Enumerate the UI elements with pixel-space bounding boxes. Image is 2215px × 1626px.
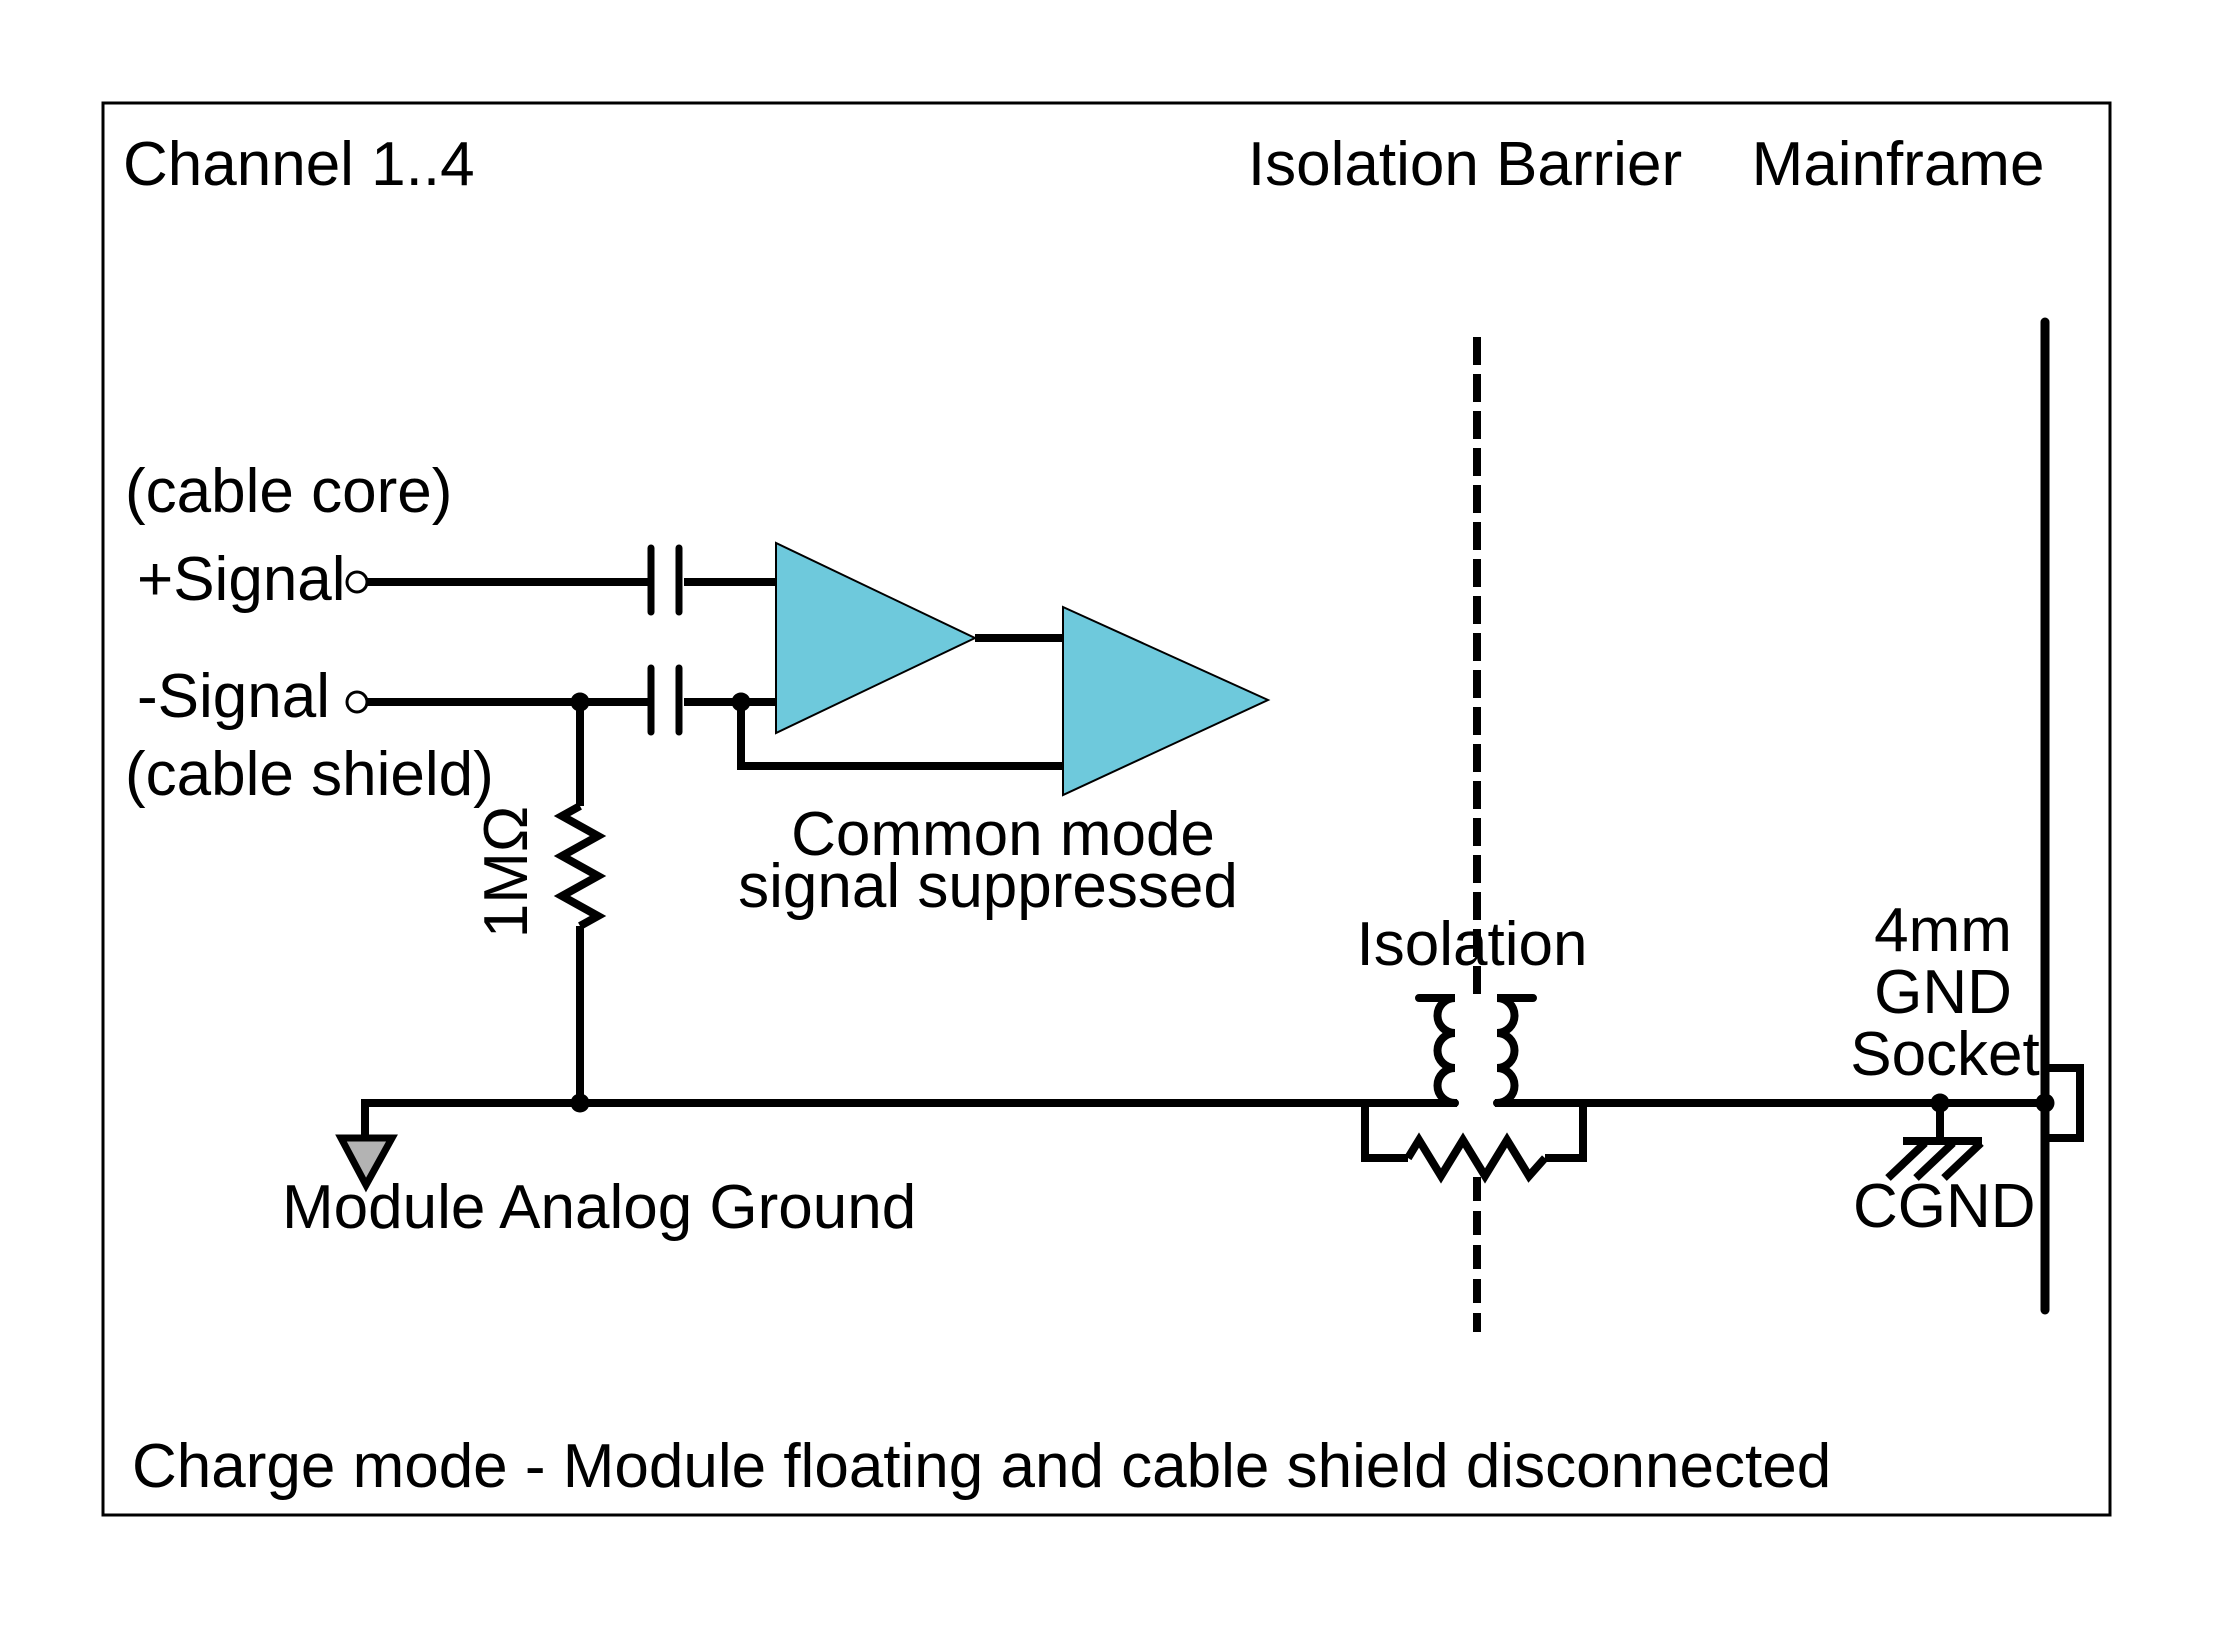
caption: Charge mode - Module floating and cable … [132, 1432, 1831, 1501]
common-mode-note-line2: signal suppressed [738, 852, 1238, 921]
minus-signal-terminal [345, 690, 369, 714]
barrier-resistor-zigzag [1404, 1132, 1548, 1184]
common-mode-note-line1: Common mode [791, 800, 1215, 869]
isolation-barrier-label: Isolation Barrier [1248, 130, 1682, 199]
socket-label-line1: 4mm [1874, 896, 2012, 965]
amplifier-2-triangle [1062, 605, 1271, 797]
barrier-resistor-leads [1361, 1103, 1587, 1162]
socket-label-line3: Socket [1850, 1020, 2040, 1089]
module-ground-rail [361, 1099, 1457, 1140]
junction-dot-cgnd [1930, 1093, 1950, 1113]
junction-dot-rail [570, 1093, 590, 1113]
module-ground-arrow [335, 1134, 398, 1193]
cgnd-label: CGND [1853, 1172, 2036, 1241]
plus-signal-capacitor [647, 544, 683, 616]
cable-shield-label: (cable shield) [125, 740, 494, 809]
transformer-left-winding [1415, 994, 1459, 1107]
chassis-ground-icon [1885, 1137, 1984, 1181]
resistor-value-label: 1MΩ [472, 806, 541, 938]
junction-dot-resistor-top [570, 692, 590, 712]
isolation-label: Isolation [1357, 910, 1588, 979]
channel-label: Channel 1..4 [123, 130, 475, 199]
minus-signal-capacitor [647, 664, 683, 736]
plus-signal-terminal [345, 570, 369, 594]
junction-dot-branch [731, 692, 751, 712]
common-mode-branch-wire [737, 702, 1063, 770]
transformer-right-winding [1493, 994, 1537, 1107]
mainframe-label: Mainframe [1752, 130, 2045, 199]
resistor-1mohm-zigzag [553, 802, 607, 930]
module-ground-label: Module Analog Ground [282, 1173, 916, 1242]
cable-core-label: (cable core) [125, 457, 452, 526]
junction-dot-bus [2035, 1093, 2055, 1113]
plus-signal-label: +Signal [137, 545, 346, 614]
gnd-socket-bracket [2049, 1064, 2084, 1142]
socket-label-line2: GND [1874, 958, 2012, 1027]
minus-signal-label: -Signal [137, 662, 330, 731]
amplifier-1-triangle [775, 541, 978, 735]
figure-border [101, 101, 2112, 1517]
